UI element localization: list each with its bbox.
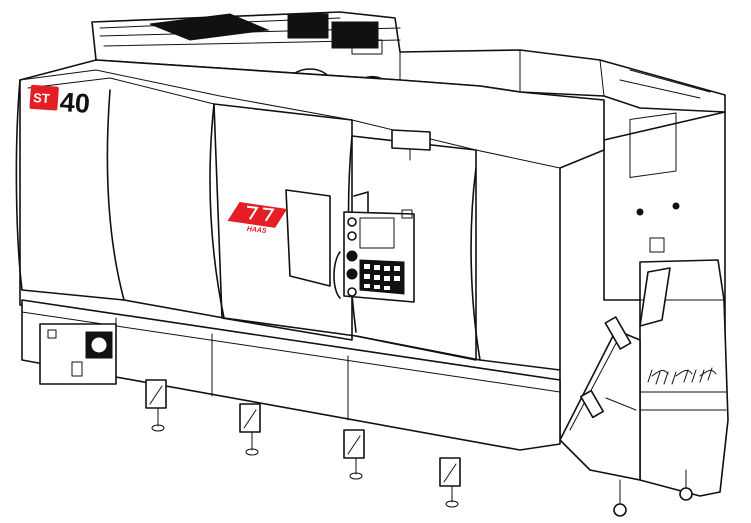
leveling-foot-4 (439, 457, 461, 508)
model-badge: ST 40 (29, 84, 91, 119)
conveyor-chute (639, 267, 671, 327)
model-badge-red-box (29, 84, 59, 111)
brand-logo-text: HAAS (246, 226, 267, 235)
door-window (285, 189, 331, 287)
sliding-door (213, 103, 353, 341)
control-pendant (343, 191, 415, 303)
machine-base (21, 299, 561, 508)
leveling-foot-3 (343, 429, 365, 480)
cabinet-switch (649, 237, 665, 253)
top-box-left (287, 13, 329, 39)
leveling-foot-1 (145, 379, 167, 432)
model-prefix: ST (33, 90, 51, 106)
vent-grille (149, 13, 270, 41)
leveling-foot-2 (239, 403, 261, 456)
pendant-screen (359, 217, 395, 249)
cabinet-door (629, 112, 677, 178)
pendant-keypad (359, 259, 405, 295)
panel-seam-2 (209, 103, 225, 319)
model-number: 40 (59, 87, 91, 119)
chip-conveyor (559, 259, 729, 517)
caster-right (679, 487, 693, 501)
top-box-right (331, 21, 379, 49)
work-light-box (391, 129, 431, 161)
door-handle (333, 251, 341, 299)
panel-seam-4 (470, 167, 481, 361)
pendant-arm (353, 191, 369, 213)
panel-seam-1 (106, 89, 125, 301)
base-electrical-panel (39, 323, 117, 385)
caster-left (613, 503, 627, 517)
brand-logo: HAAS (227, 201, 288, 235)
